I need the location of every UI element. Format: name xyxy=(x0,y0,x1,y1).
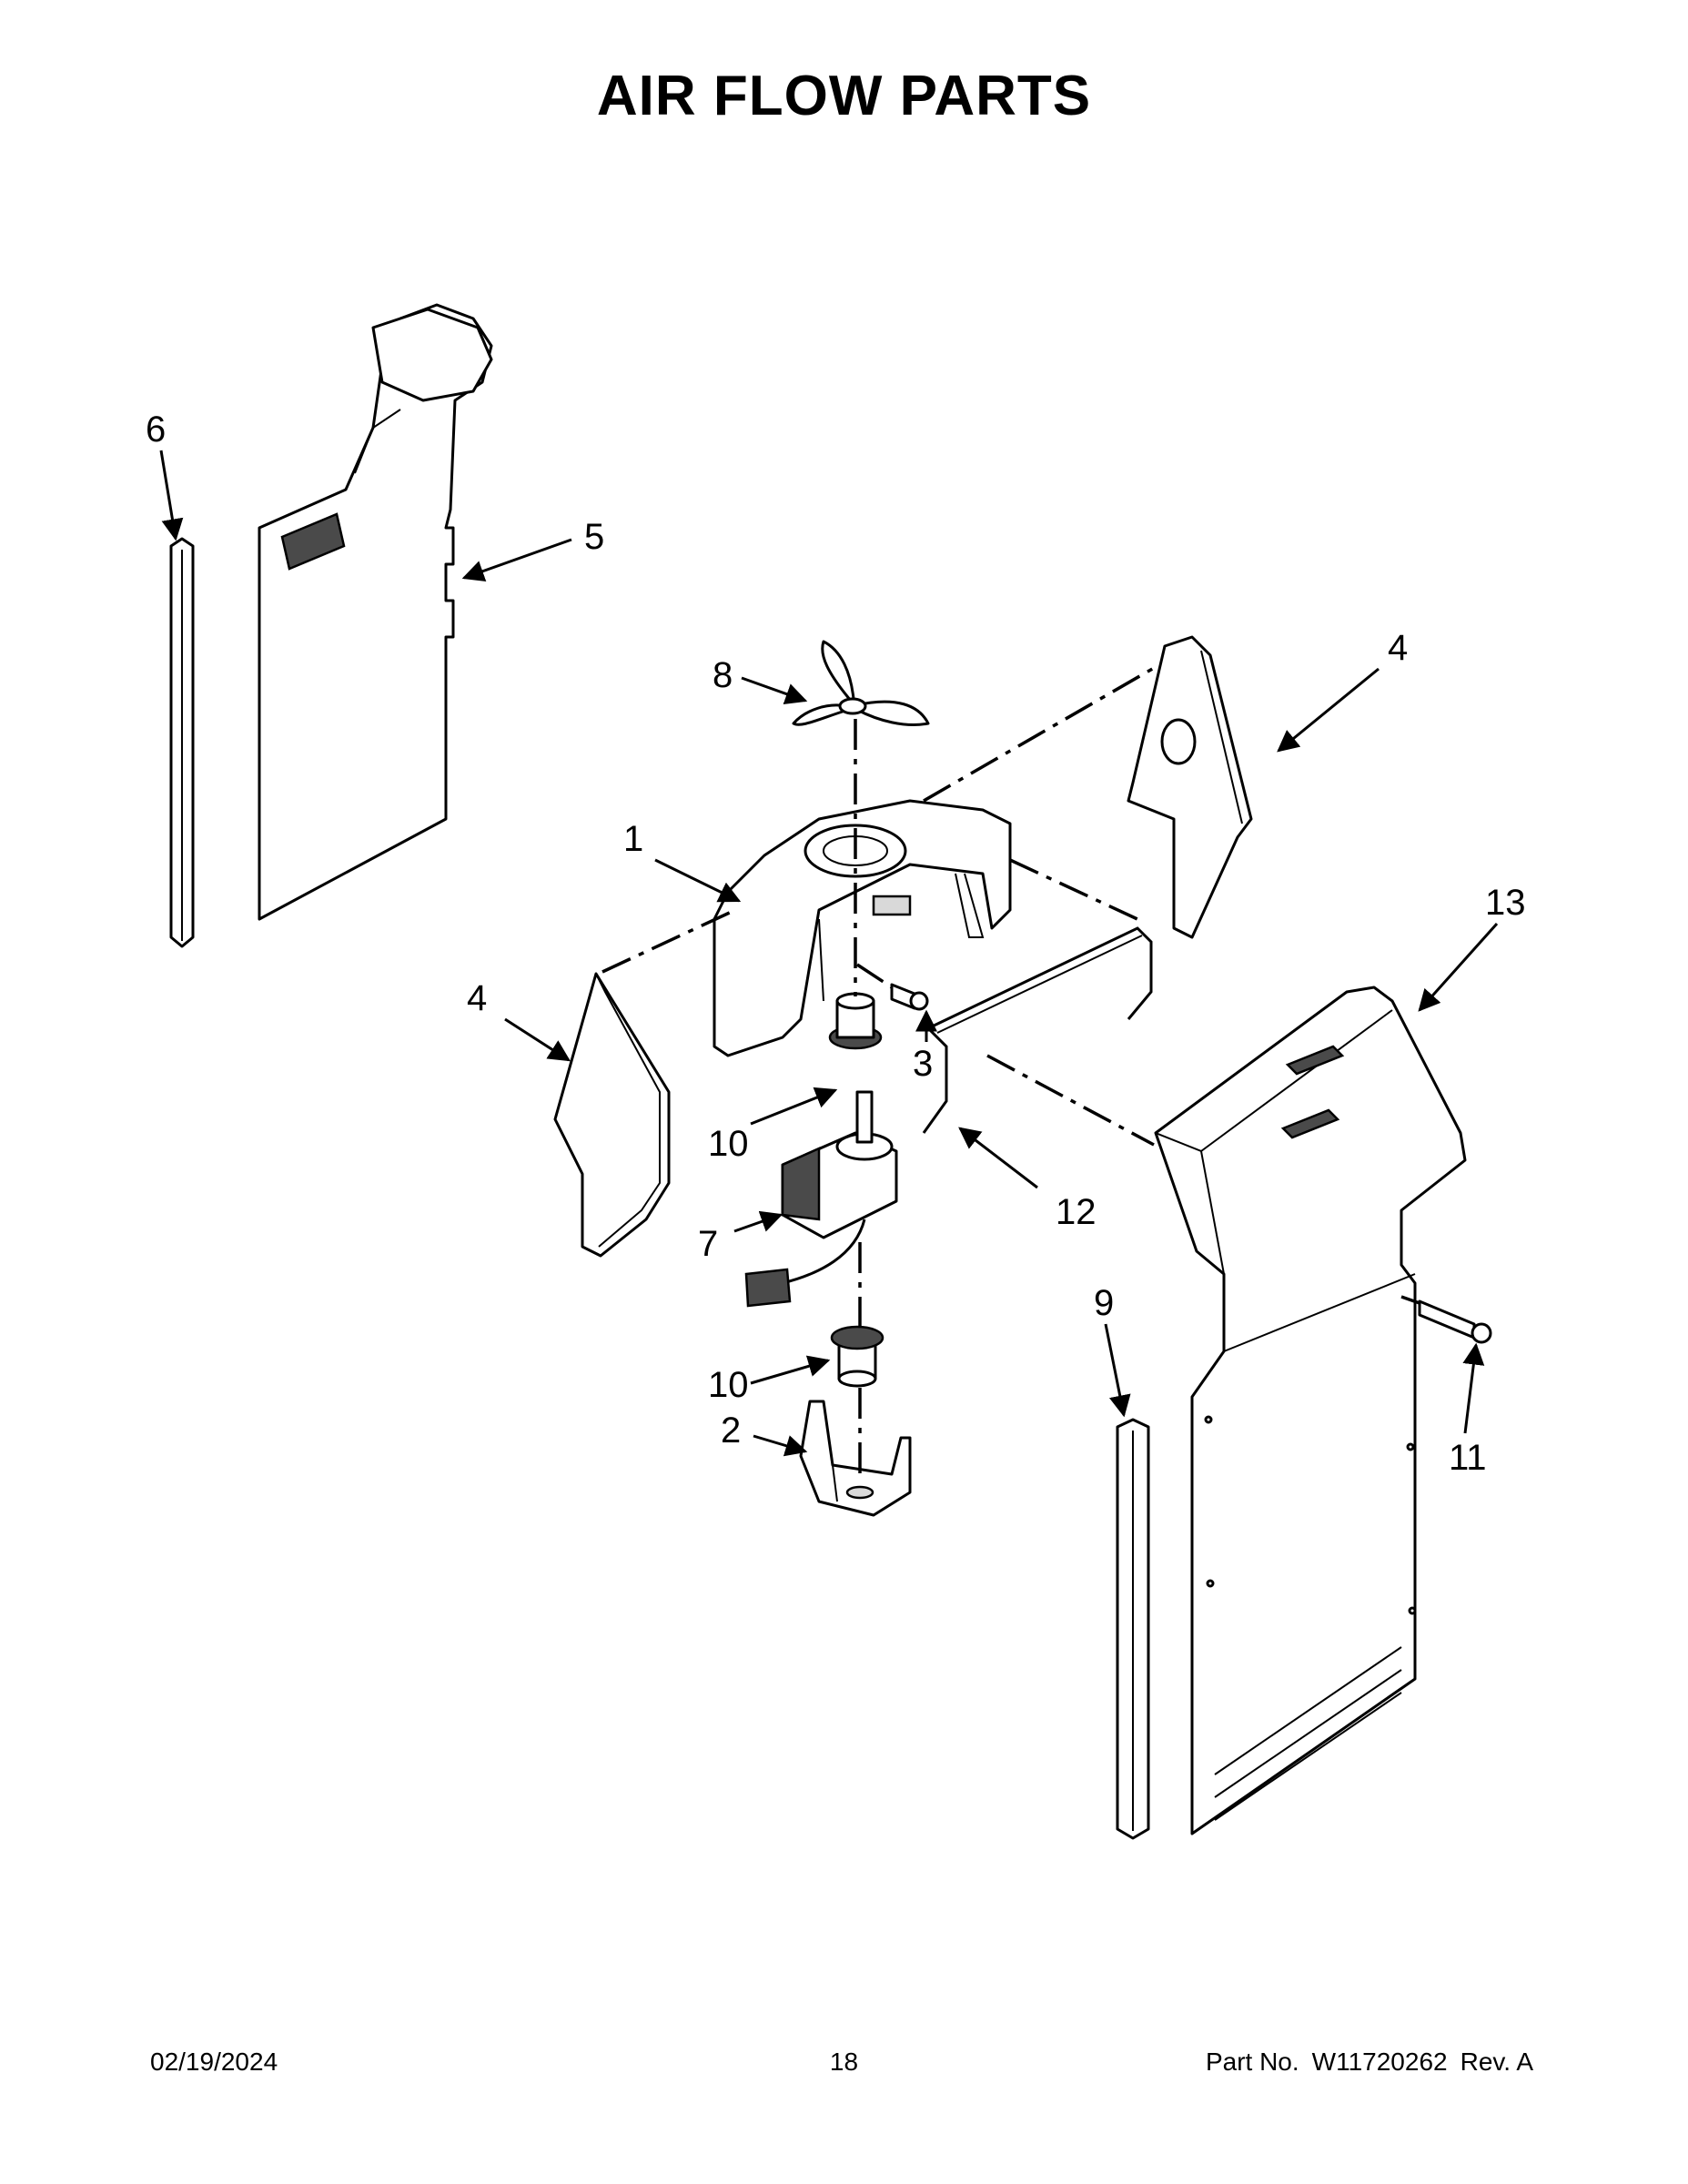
callout-13: 13 xyxy=(1485,883,1526,923)
callout-10-lower: 10 xyxy=(708,1365,749,1405)
leader-lines xyxy=(159,450,1499,1457)
part-13-vent-slots xyxy=(1214,1646,1402,1821)
callout-11: 11 xyxy=(1449,1438,1487,1478)
footer-part-number: W11720262 xyxy=(1311,2048,1448,2076)
footer-part-label: Part No. xyxy=(1205,2048,1299,2076)
part-4-right-shroud xyxy=(1127,635,1253,939)
part-8-fan-blade xyxy=(792,640,930,727)
callout-3: 3 xyxy=(913,1044,933,1084)
part-1-fan-housing xyxy=(713,799,1012,1057)
callout-2: 2 xyxy=(721,1410,741,1451)
callout-12: 12 xyxy=(1056,1192,1097,1232)
assembly-lines xyxy=(601,662,1420,1474)
callout-10-upper: 10 xyxy=(708,1124,749,1164)
callout-6: 6 xyxy=(146,410,166,450)
part-9-gasket-strip xyxy=(1116,1418,1150,1840)
callout-9: 9 xyxy=(1094,1283,1114,1323)
part-13-evaporator-cover xyxy=(1154,986,1467,1835)
part-5-air-duct-panel xyxy=(258,303,493,921)
callout-7: 7 xyxy=(698,1224,718,1264)
callout-5: 5 xyxy=(584,517,604,557)
footer-revision: Rev. A xyxy=(1460,2048,1533,2076)
footer-part-info: Part No. W11720262 Rev. A xyxy=(1193,2048,1533,2077)
callout-1: 1 xyxy=(623,819,643,859)
part-10-lower-grommet xyxy=(830,1325,884,1388)
callout-8: 8 xyxy=(713,655,733,695)
part-11-screw xyxy=(1418,1299,1492,1344)
callout-labels: 6 5 8 4 1 4 13 3 10 7 12 9 10 11 2 xyxy=(146,410,1526,1478)
part-6-gasket-strip xyxy=(169,537,195,948)
part-10-upper-grommet xyxy=(828,992,883,1050)
callout-4-right: 4 xyxy=(1388,628,1408,668)
part-4-left-shroud xyxy=(553,972,671,1258)
footer-page-number: 18 xyxy=(829,2048,859,2076)
part-3-screw xyxy=(890,983,929,1011)
part-7-fan-motor xyxy=(744,1090,898,1308)
footer-date: 02/19/2024 xyxy=(150,2048,278,2076)
part-2-motor-bracket xyxy=(799,1400,912,1517)
part-12-wire-bracket xyxy=(922,926,1153,1134)
page-title: AIR FLOW PARTS xyxy=(596,65,1092,127)
callout-4-left: 4 xyxy=(467,978,487,1018)
